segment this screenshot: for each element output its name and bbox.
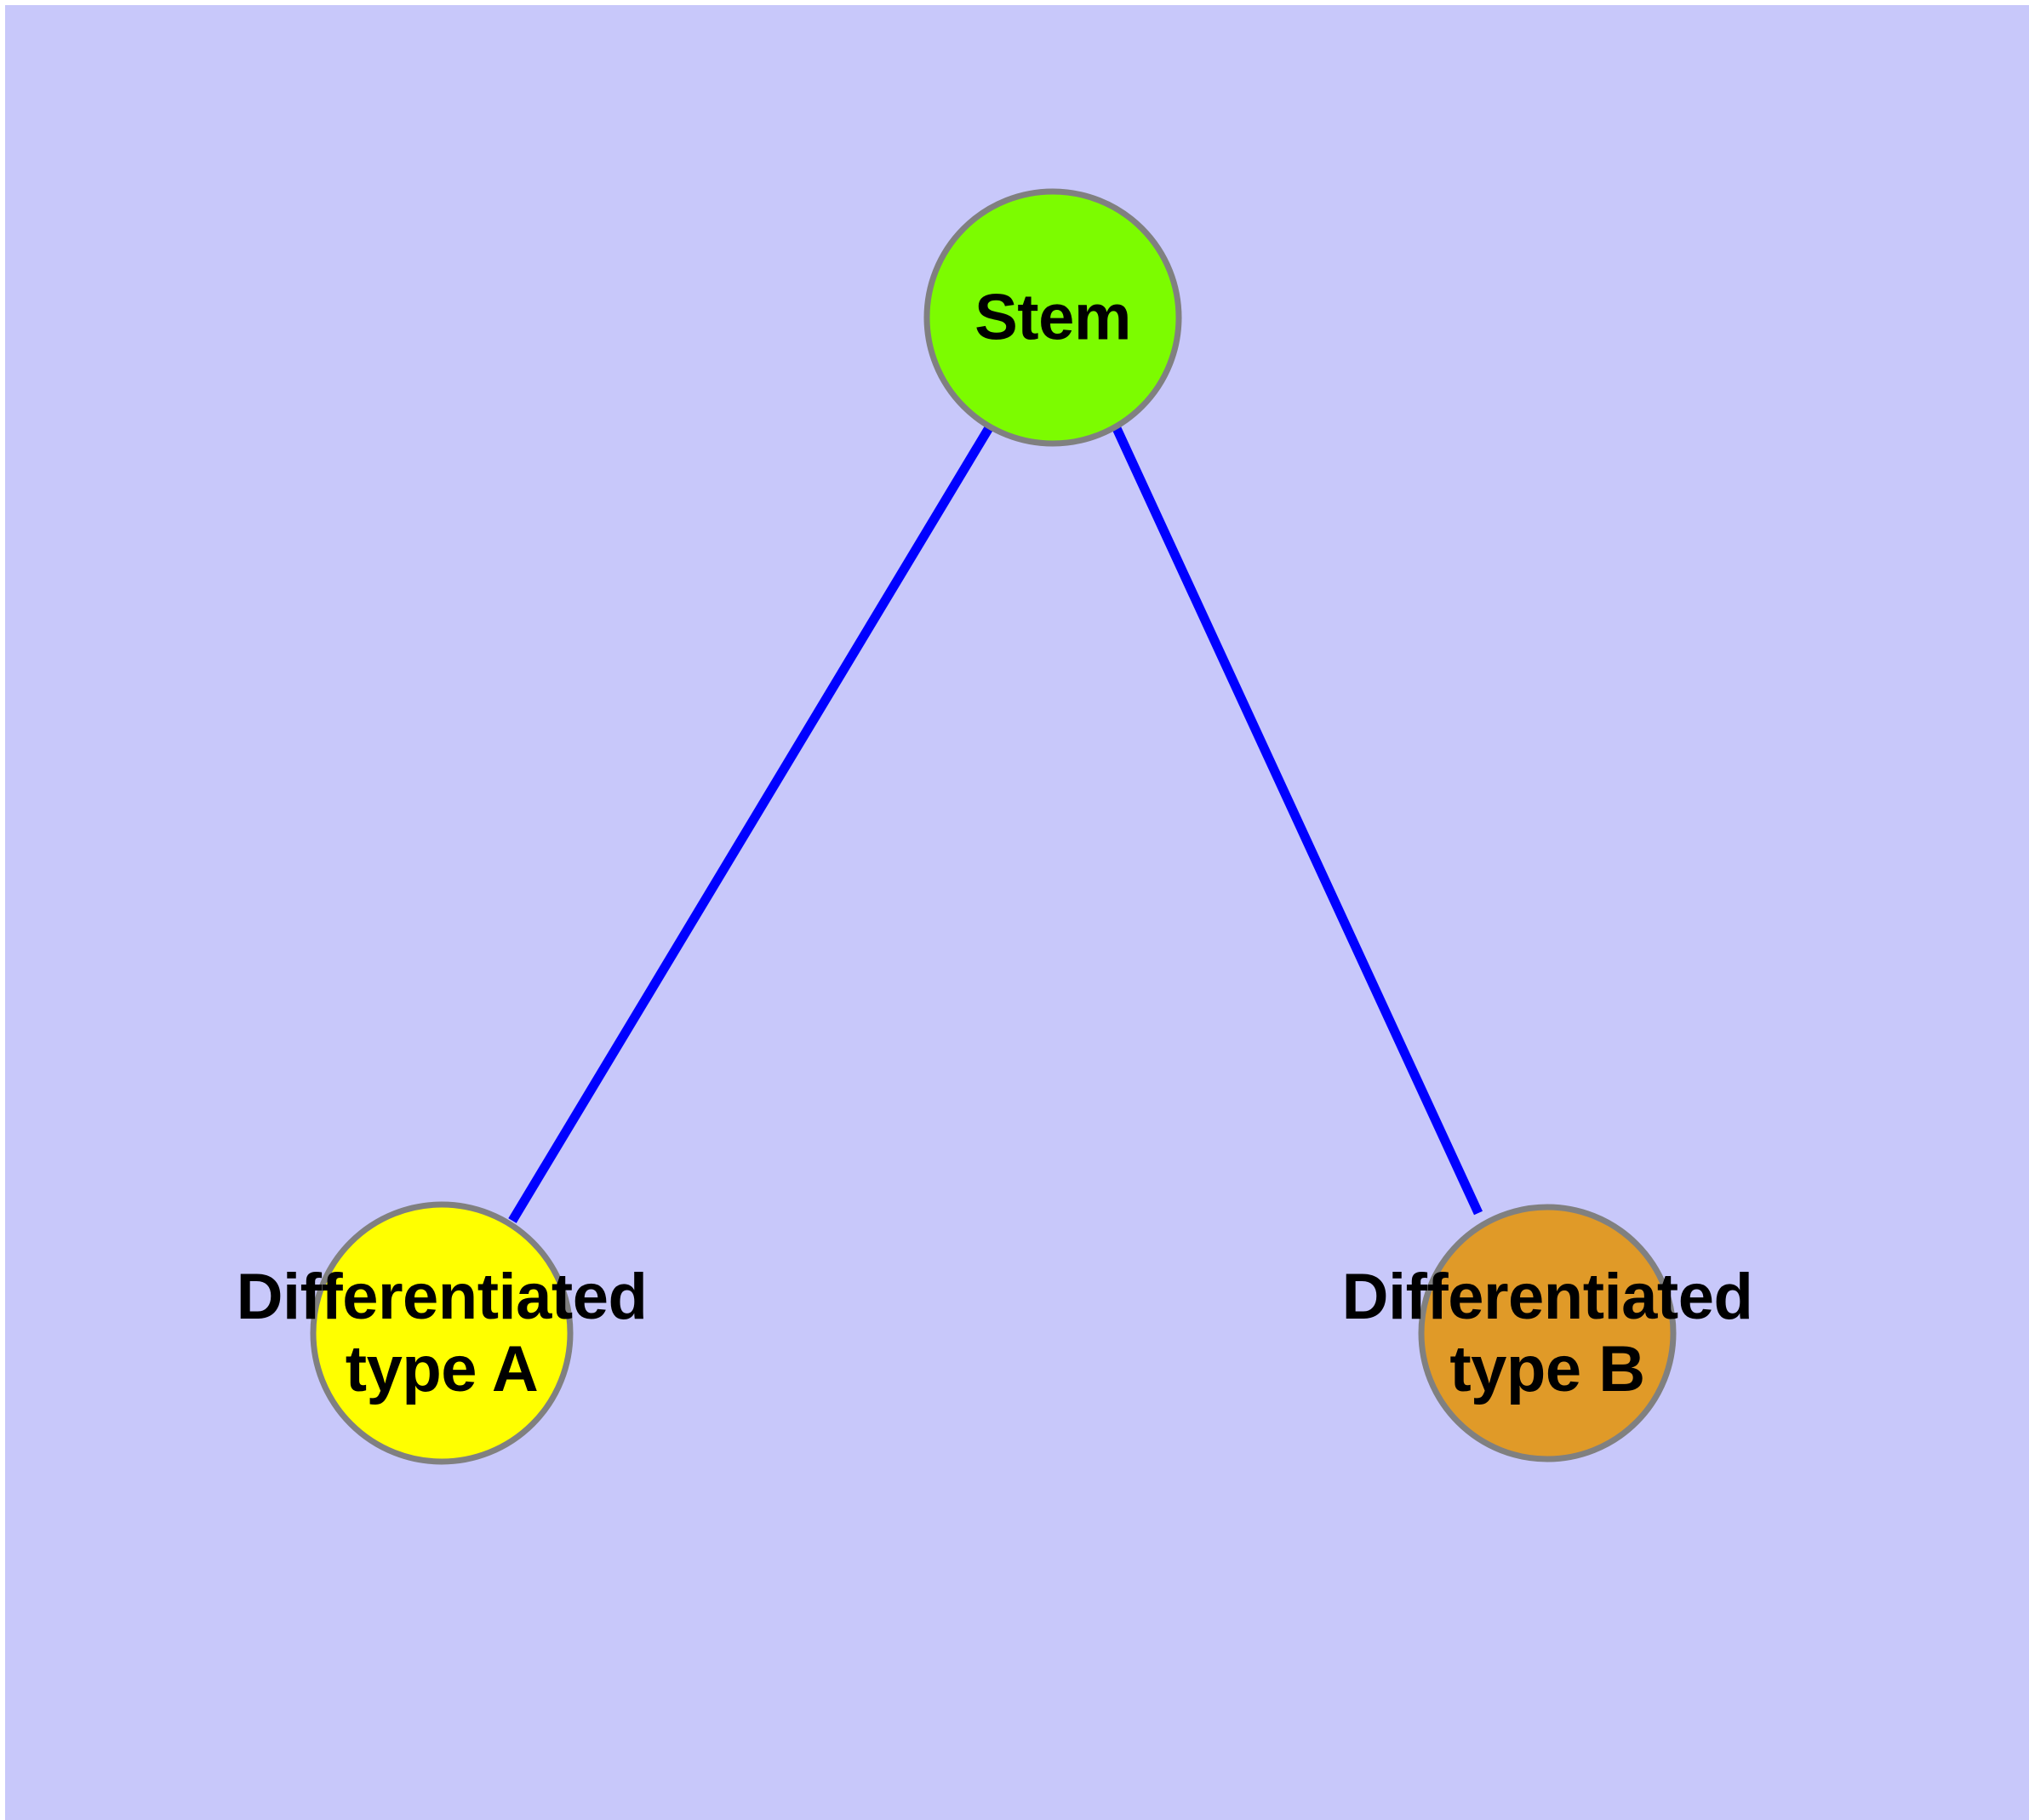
node-stem[interactable] [923,188,1182,447]
edge-stem-to-differentiated-type-b[interactable] [1112,424,1483,1216]
node-differentiated-type-b[interactable] [1418,1204,1677,1462]
node-layer [310,188,1677,1465]
node-differentiated-type-a[interactable] [310,1201,574,1465]
edge-stem-to-differentiated-type-a[interactable] [508,424,994,1223]
edge-layer [508,424,1483,1223]
